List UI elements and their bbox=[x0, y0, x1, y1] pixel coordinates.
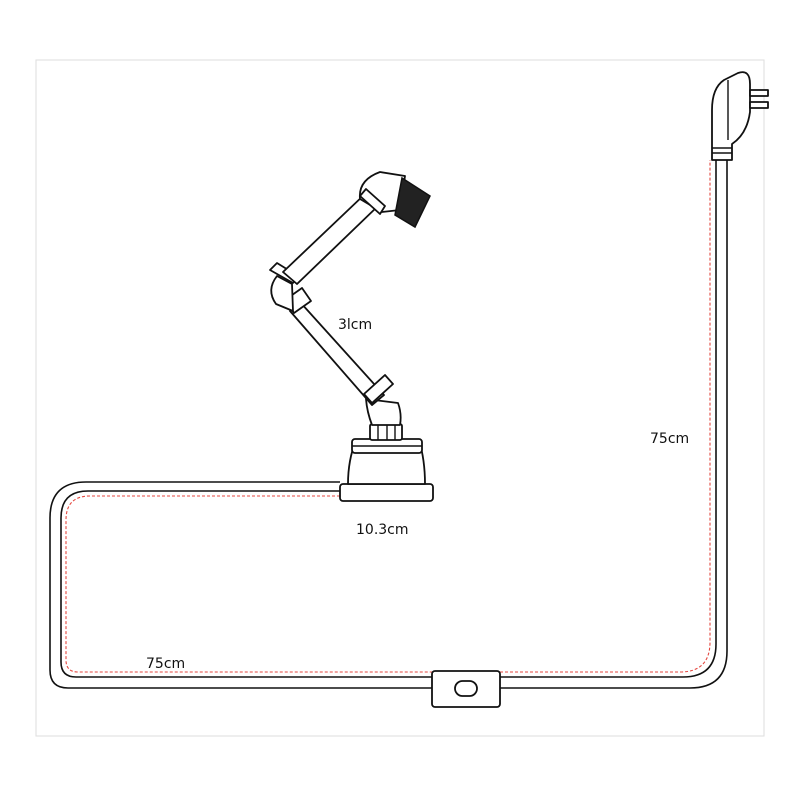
upper-arm bbox=[282, 193, 379, 285]
inline-switch bbox=[431, 670, 501, 708]
power-cord bbox=[49, 160, 728, 689]
power-plug bbox=[711, 71, 769, 161]
lower-elbow bbox=[365, 398, 402, 426]
base-diameter-label: 10.3cm bbox=[356, 522, 409, 538]
background-frame bbox=[35, 59, 765, 737]
plug-cord-length-label: 75cm bbox=[650, 431, 689, 447]
bulb-socket bbox=[394, 176, 431, 229]
base-cord-length-label: 75cm bbox=[146, 656, 185, 672]
cord-length-marker bbox=[65, 160, 711, 673]
lamp-base bbox=[339, 423, 434, 502]
arm-length-label: 3lcm bbox=[338, 317, 372, 333]
lower-arm bbox=[284, 287, 394, 406]
top-elbow bbox=[358, 171, 406, 215]
